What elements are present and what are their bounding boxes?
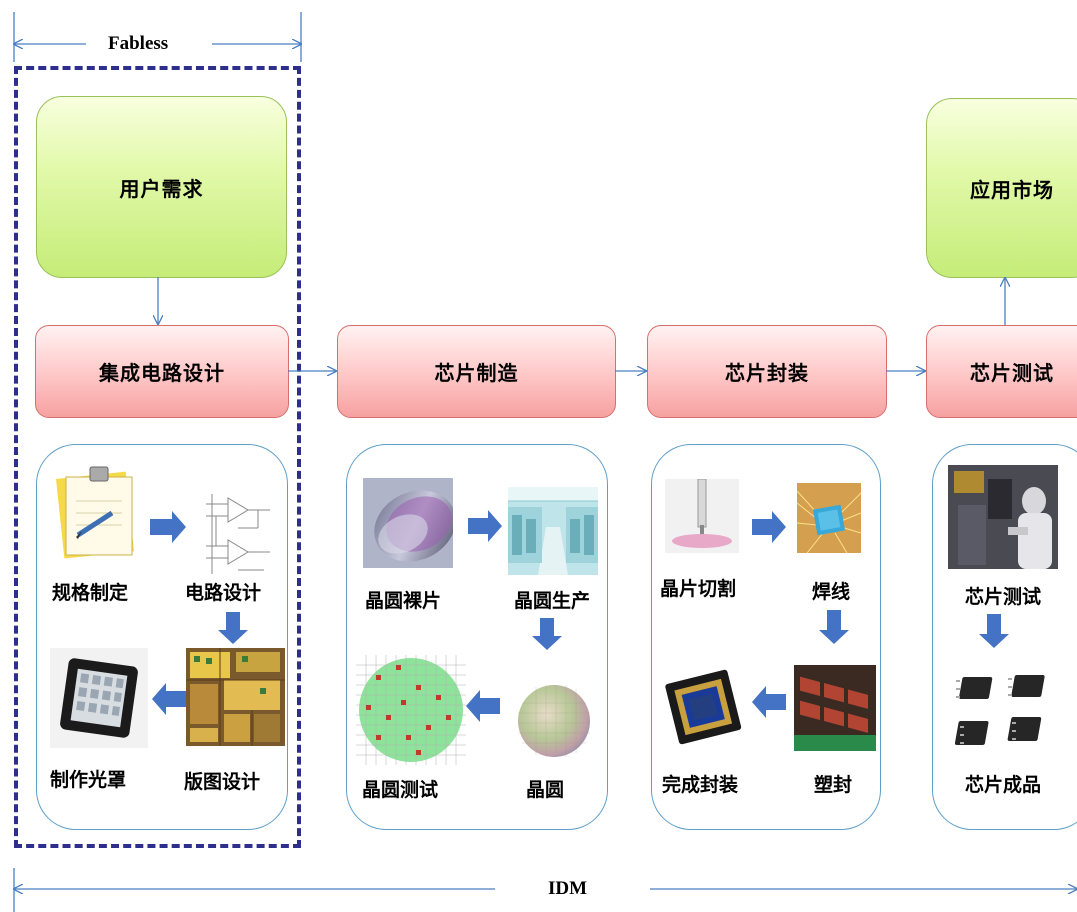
- bare-wafer-image: [363, 478, 453, 568]
- wafer-test-map-image: [356, 655, 466, 765]
- idm-label: IDM: [542, 878, 594, 900]
- label-bonding: 焊线: [812, 581, 851, 603]
- label-layout: 版图设计: [184, 771, 261, 793]
- label-circuit: 电路设计: [185, 582, 262, 604]
- block-arrow-test-to-product: [979, 614, 1009, 648]
- block-arrow-spec-to-circuit: [150, 511, 186, 543]
- stage-ic-design-label: 集成电路设计: [99, 361, 225, 385]
- label-wafer-production: 晶圆生产: [514, 590, 591, 612]
- stage-chip-package-label: 芯片封装: [725, 361, 809, 385]
- stage-chip-fab: 芯片制造: [337, 325, 616, 418]
- molding-image: [794, 665, 876, 751]
- label-mask: 制作光罩: [50, 769, 127, 791]
- block-arrow-production-to-wafer: [532, 618, 562, 650]
- label-dicing: 晶片切割: [660, 578, 737, 600]
- wafer-production-image: [508, 487, 598, 575]
- spec-image: [56, 461, 138, 559]
- chip-product-image: [954, 669, 1054, 755]
- dicing-image: [665, 479, 739, 553]
- user-needs-box: 用户需求: [36, 96, 287, 278]
- block-arrow-layout-to-mask: [152, 683, 186, 715]
- block-arrow-bare-to-production: [468, 510, 502, 542]
- block-arrow-dicing-to-bonding: [752, 511, 786, 543]
- stage-chip-test-label: 芯片测试: [970, 361, 1054, 385]
- label-wafer-test: 晶圆测试: [362, 779, 439, 801]
- stage-ic-design: 集成电路设计: [35, 325, 289, 418]
- bonding-image: [797, 483, 861, 553]
- block-arrow-wafer-to-test: [466, 690, 500, 722]
- label-chip-product: 芯片成品: [965, 774, 1042, 796]
- block-arrow-bonding-to-molding: [819, 610, 849, 644]
- fabless-label: Fabless: [102, 33, 175, 55]
- mask-image: [50, 648, 148, 748]
- chip-test-image: [948, 465, 1058, 569]
- label-package-done: 完成封装: [662, 774, 739, 796]
- block-arrow-molding-to-done: [752, 686, 786, 718]
- fabless-frame: [14, 66, 301, 848]
- fabless-bracket: [14, 12, 301, 62]
- idm-bracket: [14, 868, 1077, 912]
- block-arrow-circuit-to-layout: [218, 612, 248, 644]
- stage-chip-package: 芯片封装: [647, 325, 887, 418]
- label-wafer: 晶圆: [526, 779, 565, 801]
- stage-chip-fab-label: 芯片制造: [434, 361, 519, 385]
- user-needs-label: 用户需求: [119, 176, 204, 201]
- label-molding: 塑封: [814, 774, 853, 796]
- market-label: 应用市场: [970, 177, 1054, 202]
- layout-image: [186, 648, 285, 746]
- package-done-image: [663, 662, 743, 750]
- stage-chip-test: 芯片测试: [926, 325, 1077, 418]
- label-bare-wafer: 晶圆裸片: [365, 590, 442, 612]
- label-chip-test: 芯片测试: [965, 586, 1042, 608]
- circuit-image: [198, 488, 276, 580]
- wafer-image: [516, 683, 592, 759]
- label-spec: 规格制定: [52, 582, 129, 604]
- market-box: 应用市场: [926, 98, 1077, 278]
